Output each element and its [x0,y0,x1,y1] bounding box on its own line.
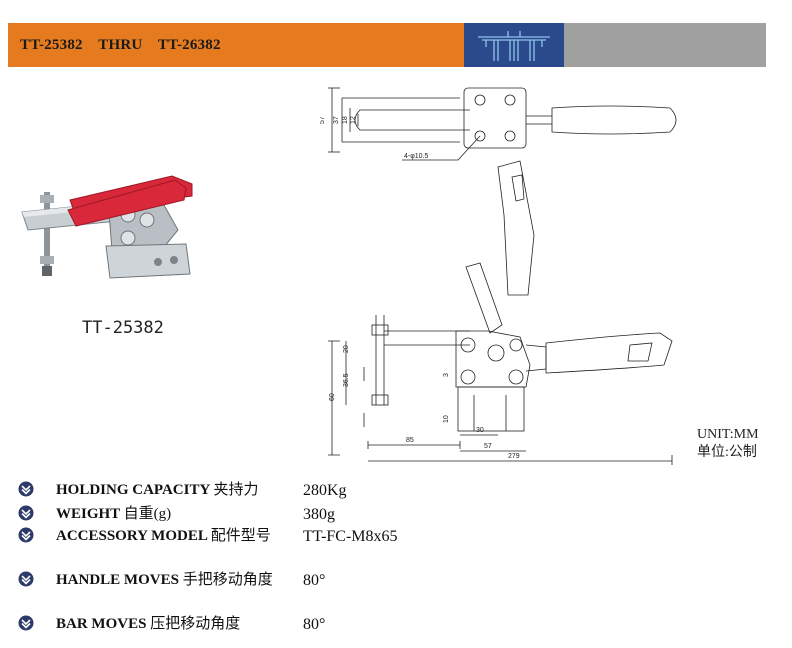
chevron-down-icon [18,615,34,631]
spec-label: HOLDING CAPACITY 夹持力 [56,482,259,498]
header-title-band: TT-25382 THRU TT-26382 [8,23,464,67]
product-photo [10,170,210,290]
spec-label: HANDLE MOVES 手把移动角度 [56,572,273,588]
side-view-drawing: 20 36.5 60 3 10 85 30 57 279 [320,155,690,465]
header-grey-band [564,23,766,67]
hole-note: 4-φ10.5 [404,153,428,160]
spec-value: TT-FC-M8x65 [303,528,398,545]
top-view-drawing: 57 37 18 12 4-φ10.5 [319,80,690,175]
dim-279: 279 [508,453,520,460]
unit-line-cn: 单位:公制 [697,445,757,460]
chevron-down-icon [18,481,34,497]
dim-10: 10 [443,415,450,423]
tt-logo-icon [464,23,564,67]
dim-57-bottom: 57 [484,443,492,450]
dim-37: 37 [333,116,340,124]
chevron-down-icon [18,505,34,521]
spec-value: 280Kg [303,482,347,499]
header-bar: TT-25382 THRU TT-26382 [8,23,766,67]
spec-label: WEIGHT 自重(g) [56,506,172,522]
spec-value: 380g [303,506,335,523]
spec-value: 80° [303,616,326,633]
chevron-down-icon [18,571,34,587]
product-model-label: TT-25382 [82,318,164,338]
page-title: TT-25382 THRU TT-26382 [20,36,221,53]
dim-30: 30 [476,427,484,434]
spec-label: BAR MOVES 压把移动角度 [56,616,241,632]
chevron-down-icon [18,527,34,543]
unit-note: UNIT:MM 单位:公制 [697,426,759,462]
spec-label: ACCESSORY MODEL 配件型号 [56,528,271,544]
dim-57: 57 [320,116,326,124]
spec-value: 80° [303,572,326,589]
dim-60: 60 [329,393,336,401]
dim-3: 3 [443,373,450,377]
dim-20: 20 [343,345,350,353]
dim-12: 12 [350,116,357,124]
unit-line-en: UNIT:MM [697,427,759,442]
dim-85: 85 [406,437,414,444]
dim-18: 18 [342,116,349,124]
dim-36-5: 36.5 [343,373,350,387]
